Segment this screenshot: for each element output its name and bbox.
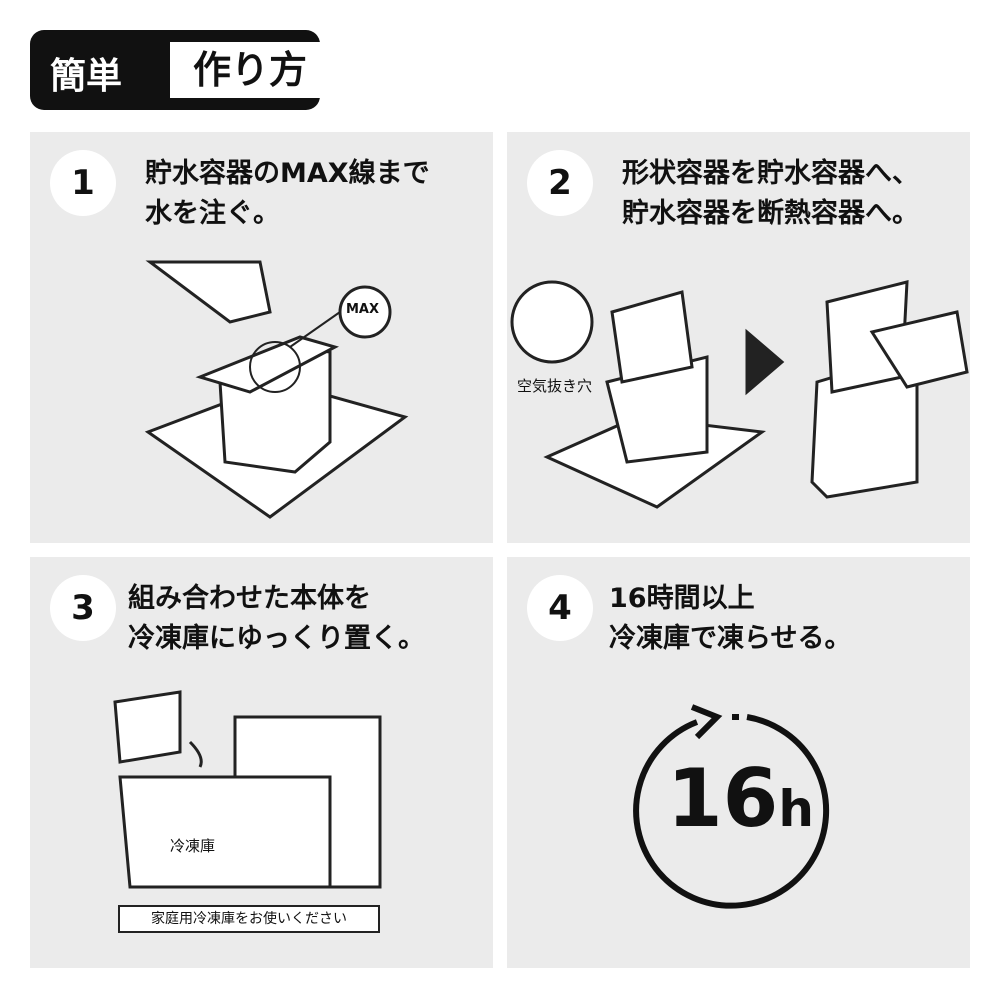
hours-number: 16 <box>667 752 779 845</box>
freezer-label: 冷凍庫 <box>170 837 216 855</box>
freezer-note: 家庭用冷凍庫をお使いください <box>118 905 380 933</box>
pour-water-illustration <box>144 260 409 519</box>
step-number: 3 <box>50 575 116 641</box>
step-text: 形状容器を貯水容器へ、 <box>622 158 919 189</box>
step-1-panel: 1 貯水容器のMAX線まで水を注ぐ。 MAX <box>30 132 493 543</box>
step-text: 組み合わせた本体を <box>128 583 371 614</box>
assembly-illustration <box>510 280 969 509</box>
header-simple: 簡単 <box>50 56 123 97</box>
step-text: 水を注ぐ。 <box>145 198 280 229</box>
step-text: 冷凍庫で凍らせる。 <box>609 623 852 654</box>
step-text: 貯水容器を断熱容器へ。 <box>622 198 919 229</box>
step-text: 16時間以上 <box>609 583 755 614</box>
step-text: 冷凍庫にゆっくり置く。 <box>128 623 425 654</box>
hours-unit: h <box>778 780 814 838</box>
clock-arrow-icon <box>633 704 830 909</box>
step-text: 貯水容器のMAX線まで <box>145 158 430 189</box>
step-2-panel: 2 形状容器を貯水容器へ、貯水容器を断熱容器へ。 空気抜き穴 <box>507 132 970 543</box>
step-number: 1 <box>50 150 116 216</box>
step-number: 2 <box>527 150 593 216</box>
step-3-panel: 3 組み合わせた本体を冷凍庫にゆっくり置く。 冷凍庫 家庭用冷凍庫をお使いくださ… <box>30 557 493 968</box>
header-title: 作り方 <box>170 42 330 98</box>
header-badge: 簡単 作り方 <box>30 30 330 110</box>
max-label: MAX <box>346 302 380 317</box>
freezer-illustration <box>113 690 382 889</box>
vent-hole-label: 空気抜き穴 <box>517 377 593 395</box>
hours-value: 16h <box>667 752 814 845</box>
step-4-panel: 4 16時間以上冷凍庫で凍らせる。 16h <box>507 557 970 968</box>
step-number: 4 <box>527 575 593 641</box>
